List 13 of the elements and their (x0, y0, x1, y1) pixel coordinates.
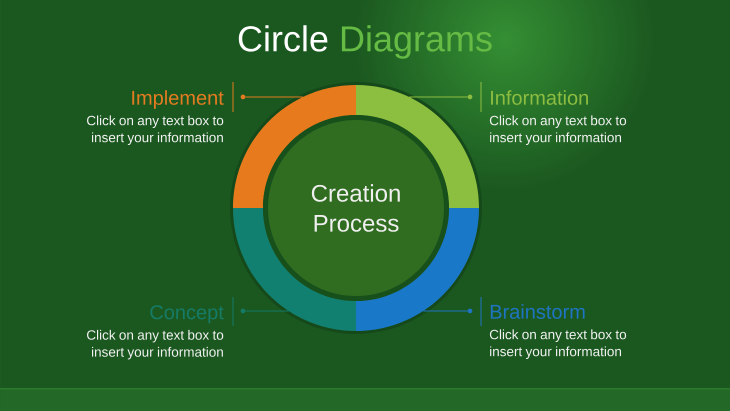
leader-line (408, 96, 468, 98)
body-text: Click on any text box to insert your information (490, 329, 626, 359)
title: Circle Diagrams (238, 25, 492, 59)
body-text: Click on any text box to insert your information (87, 115, 224, 145)
body-text: Click on any text box to insert your information (87, 330, 224, 360)
body-text: Click on any text box to insert your information (490, 115, 626, 145)
leader-line (422, 310, 468, 312)
heading: Information (491, 90, 588, 105)
heading: Implement (132, 90, 224, 109)
heading: Brainstorm (490, 304, 585, 319)
heading: Concept (150, 305, 224, 324)
leader-line (245, 96, 304, 98)
leader-line (245, 310, 290, 312)
